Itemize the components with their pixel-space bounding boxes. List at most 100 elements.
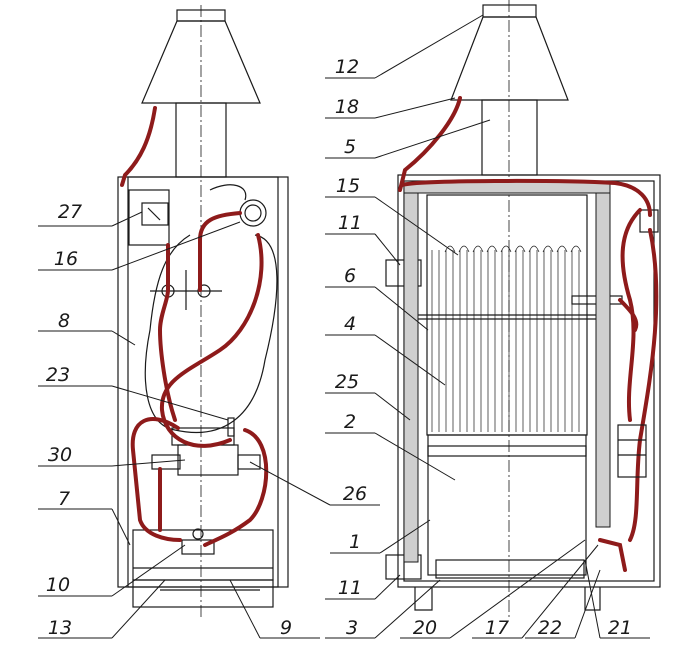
section-burner (435, 559, 585, 579)
gas-inlet-pipe (151, 454, 181, 470)
section-flue-pipe (481, 99, 538, 176)
leader-c6-diag (374, 286, 429, 331)
capillary-tube-top (120, 106, 157, 187)
leader-c1-diag (379, 519, 431, 554)
round-gauge-inner (244, 204, 262, 222)
right-valve-lines (618, 439, 646, 456)
front-view-tubes (120, 106, 269, 547)
leader-c11a-diag (374, 233, 401, 266)
section-view-tubes (398, 96, 659, 572)
exchanger-crossbar (418, 314, 598, 320)
leader-c15-diag (374, 196, 459, 256)
fin-tip (528, 245, 540, 253)
fin-tip (458, 245, 470, 253)
callout-label-c8: 8 (58, 310, 70, 332)
thermometer-needle (147, 207, 161, 221)
leader-c8-diag (111, 330, 136, 346)
leader-c20-diag (449, 539, 586, 639)
leader-c12-diag (374, 14, 484, 79)
callout-label-c20: 20 (413, 617, 437, 639)
callout-label-c10: 10 (46, 574, 70, 596)
fin-tip (500, 245, 512, 253)
burner-compartment (132, 529, 274, 581)
thermometer-box (128, 189, 170, 246)
pilot-rod (227, 417, 235, 437)
sensor-loop (159, 233, 264, 448)
fin-tip (542, 245, 554, 253)
callout-label-c21: 21 (608, 617, 632, 639)
gas-valve-side (237, 454, 261, 470)
leader-c11b-diag (374, 574, 401, 600)
insulation-layers (403, 180, 611, 563)
right-loop-tube (620, 208, 642, 422)
round-gauge (239, 199, 267, 227)
burner-base (132, 579, 274, 608)
inner-panel-outline (144, 184, 278, 434)
fin-tip (556, 245, 568, 253)
exchanger-fins (431, 245, 582, 432)
thermocouple-loop (203, 428, 269, 547)
leader-c18-diag (374, 97, 456, 119)
right-valve-body (617, 424, 647, 478)
callout-label-c25: 25 (335, 371, 359, 393)
fin-tip (570, 245, 582, 253)
callout-label-c9: 9 (280, 617, 292, 639)
right-lower-loop (628, 228, 659, 542)
leader-c9-diag (229, 579, 261, 639)
gas-valve-body (177, 444, 239, 476)
callout-label-c17: 17 (485, 617, 509, 639)
section-view (385, 0, 661, 620)
leader-c4-diag (374, 334, 446, 386)
section-draft-hood (450, 16, 569, 101)
leader-c23-diag (111, 385, 229, 421)
section-casing-inner (403, 180, 655, 582)
front-view (117, 5, 289, 620)
burner-lines (133, 567, 273, 591)
leader-lines (38, 14, 650, 639)
insulation-left (403, 186, 419, 563)
callout-label-c4: 4 (344, 313, 356, 335)
section-base (414, 587, 601, 611)
combustion-chamber (427, 434, 587, 576)
leader-c5-diag (374, 119, 491, 159)
callout-label-c15: 15 (336, 175, 360, 197)
pilot-tube-loop (130, 417, 182, 542)
leader-c16-diag (111, 221, 241, 271)
callout-label-c18: 18 (335, 96, 359, 118)
leader-c2-diag (374, 432, 456, 481)
callout-label-c6: 6 (344, 265, 356, 287)
gauge-tube (198, 211, 242, 292)
leader-c21-diag (584, 559, 601, 639)
insulation-right (595, 186, 611, 528)
leader-c13-diag (111, 579, 166, 639)
leader-c22-diag (574, 569, 601, 639)
fin-tip (444, 245, 456, 253)
flue-baffle (427, 445, 587, 457)
thermometer-tube (157, 243, 177, 422)
callout-label-c1: 1 (349, 531, 361, 553)
section-capillary (398, 96, 462, 192)
probe-tube (618, 298, 639, 332)
leader-c30-diag (111, 459, 186, 467)
callout-label-c16: 16 (54, 248, 78, 270)
callout-label-c26: 26 (343, 483, 367, 505)
burner-nozzle (192, 528, 204, 540)
callout-label-c11b: 11 (338, 577, 362, 599)
callout-label-c5: 5 (344, 136, 356, 158)
callout-label-c22: 22 (538, 617, 562, 639)
fin-tip (472, 245, 484, 253)
valve-axis (150, 270, 222, 310)
callout-label-c13: 13 (48, 617, 72, 639)
fin-tip (486, 245, 498, 253)
callout-label-c7: 7 (58, 488, 70, 510)
callout-label-c30: 30 (48, 444, 72, 466)
callout-label-c27a: 27 (58, 201, 82, 223)
top-run-tube (400, 178, 652, 217)
thermometer-face (141, 202, 169, 226)
leader-c27a-diag (111, 211, 143, 227)
bottom-feed-tube (598, 538, 627, 572)
callout-label-c11a: 11 (338, 212, 362, 234)
callout-label-c12: 12 (335, 56, 359, 78)
